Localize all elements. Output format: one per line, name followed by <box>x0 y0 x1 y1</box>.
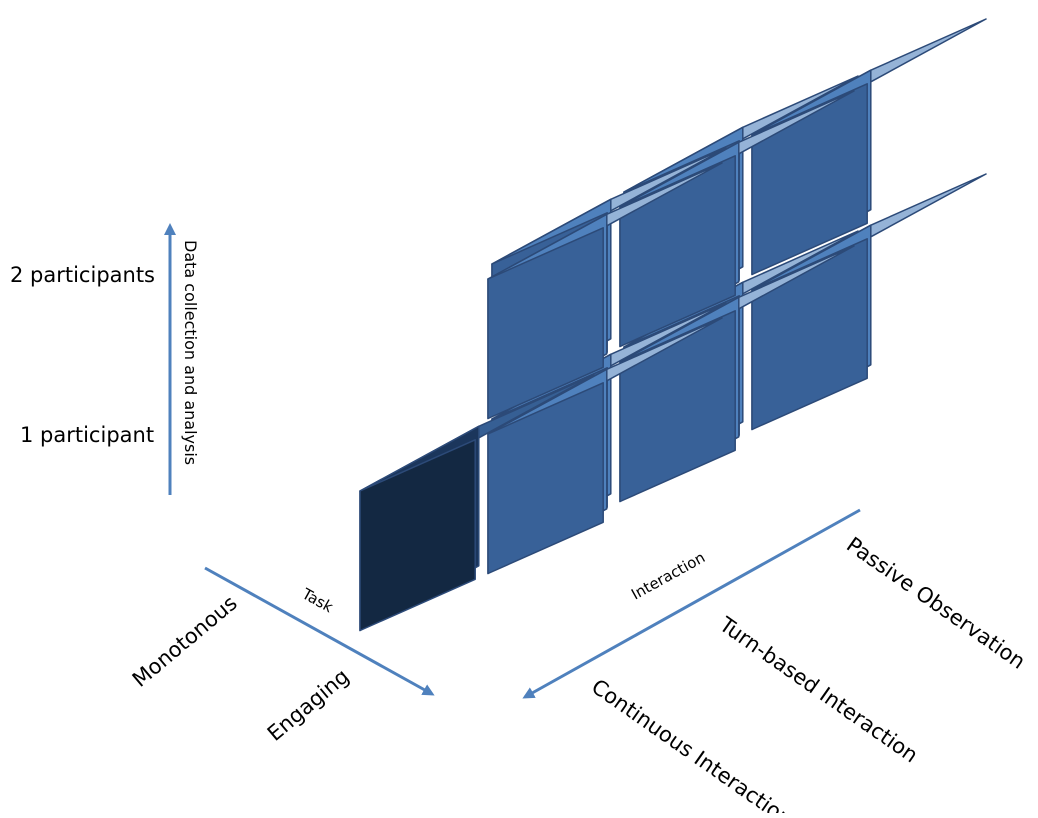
cube-right-face <box>487 382 604 575</box>
cube <box>487 162 723 420</box>
interaction-axis-label: Interaction <box>628 548 708 603</box>
monotonous-label: Monotonous <box>128 591 242 692</box>
cube <box>487 317 723 575</box>
cube-right-face <box>487 227 604 420</box>
cube-right-face <box>359 439 476 632</box>
highlighted-cube <box>359 374 595 632</box>
engaging-label: Engaging <box>263 664 354 746</box>
continuous-interaction-label: Continuous Interaction <box>587 674 797 813</box>
vertical-axis-label: Data collection and analysis <box>181 240 200 465</box>
passive-observation-label: Passive Observation <box>842 532 1030 673</box>
interaction-axis-arrow <box>522 508 861 699</box>
one-participant-label: 1 participant <box>20 423 154 447</box>
task-axis-label: Task <box>298 584 336 616</box>
cube-stack <box>359 18 987 632</box>
cube <box>619 245 855 503</box>
two-participants-label: 2 participants <box>10 263 155 287</box>
task-axis-arrow <box>204 566 435 696</box>
turn-based-interaction-label: Turn-based Interaction <box>714 612 922 768</box>
